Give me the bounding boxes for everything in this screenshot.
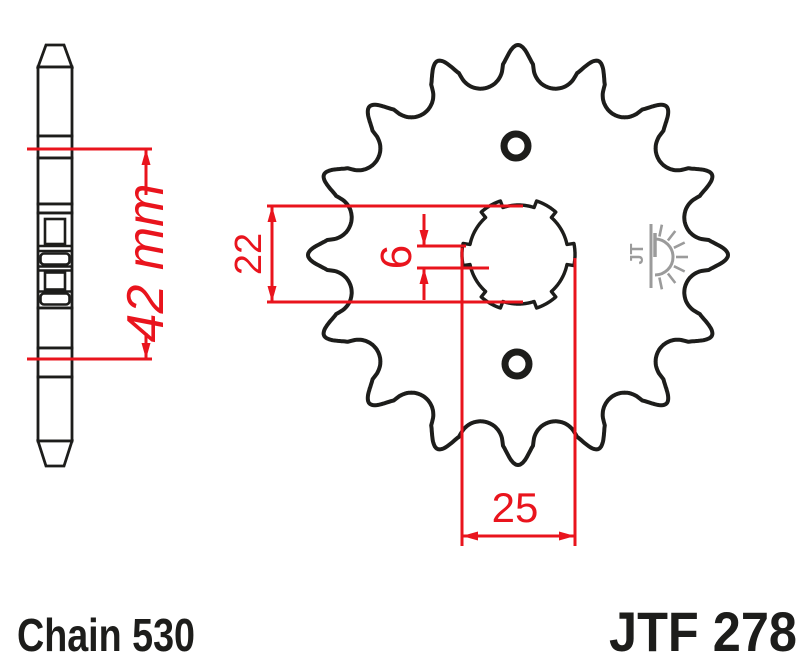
side-view-top-chamfer [36, 43, 74, 69]
dim42-label: 42 mm [117, 184, 175, 343]
dimension-spline-outer-diameter: 25 [460, 248, 577, 546]
chain-size-label: Chain 530 [17, 609, 195, 661]
jt-sun-logo: JT [627, 224, 688, 290]
shaft-gap-2 [36, 346, 74, 379]
dim6-label: 6 [372, 245, 421, 269]
logo-ray-icon [673, 241, 686, 249]
mid-roller-2 [39, 292, 71, 306]
dimension-bore-diameter: 22 [228, 204, 523, 304]
hatch-block-3 [36, 306, 74, 350]
bolt-hole-top [500, 130, 532, 162]
dimension-spline-width: 6 [372, 214, 489, 300]
dim22-arrow-down-icon [267, 286, 277, 302]
shaft-gap-1 [36, 134, 74, 160]
logo-jt-text: JT [627, 243, 647, 264]
part-number-label: JTF 278 [609, 600, 797, 663]
logo-halfsun-icon [654, 237, 675, 277]
logo-ray-icon [673, 265, 686, 273]
mid-roller-1 [39, 252, 71, 266]
mid-inset-rect-2 [43, 271, 67, 291]
logo-ray-icon [666, 230, 677, 242]
dim25-arrow-left-icon [462, 531, 478, 541]
hatch-block-2 [36, 156, 74, 206]
logo-sun-rays-icon [658, 224, 688, 290]
logo-ray-icon [666, 272, 677, 284]
bolt-hole-bottom [501, 348, 533, 380]
dim22-label: 22 [228, 233, 270, 275]
dim42-arrow-up-icon [141, 149, 151, 165]
dim42-arrow-down-icon [141, 343, 151, 359]
dim6-arrow-up-icon [419, 268, 429, 284]
dim6-arrow-down-icon [419, 230, 429, 246]
hatch-block-1 [36, 65, 74, 138]
dim25-arrow-right-icon [559, 531, 575, 541]
dim22-arrow-up-icon [267, 206, 277, 222]
hatch-block-4 [36, 375, 74, 443]
sprocket-front-view [306, 43, 730, 467]
logo-ray-icon [658, 224, 664, 237]
mid-inset-rect-1 [43, 217, 67, 246]
dim25-label: 25 [492, 484, 539, 531]
sprocket-side-view [36, 43, 74, 468]
dimension-shaft-length: 42 mm [27, 147, 175, 361]
side-view-bottom-chamfer [36, 439, 74, 468]
logo-ray-icon [658, 277, 664, 290]
